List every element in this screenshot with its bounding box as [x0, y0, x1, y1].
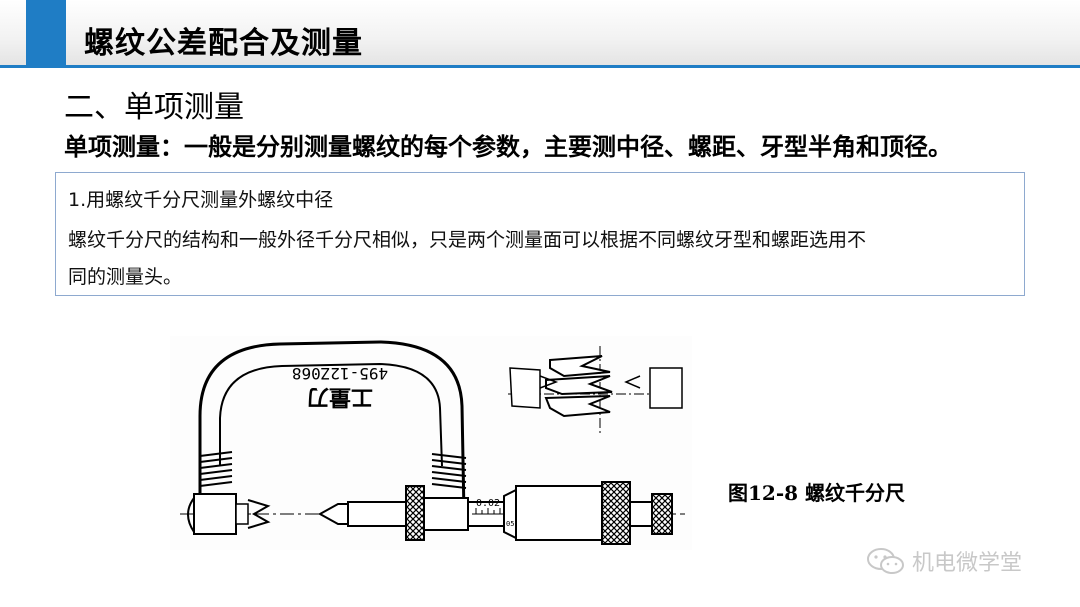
micrometer-figure: 0.02 05 495-12Z068 工量刀	[170, 336, 692, 550]
scale-label: 0.02	[476, 498, 500, 509]
summary-text: 单项测量：一般是分别测量螺纹的每个参数，主要测中径、螺距、牙型半角和顶径。	[64, 133, 952, 161]
title-accent-block	[26, 0, 66, 68]
info-box: 1.用螺纹千分尺测量外螺纹中径 螺纹千分尺的结构和一般外径千分尺相似，只是两个测…	[55, 172, 1025, 296]
watermark: 机电微学堂	[866, 545, 1022, 577]
page-title: 螺纹公差配合及测量	[84, 26, 363, 61]
micrometer-drawing: 0.02 05 495-12Z068 工量刀	[180, 340, 685, 545]
engraving-serial: 495-12Z068	[292, 364, 388, 383]
figure-caption: 图12-8 螺纹千分尺	[728, 481, 906, 505]
info-line-1: 1.用螺纹千分尺测量外螺纹中径	[68, 189, 334, 211]
wechat-icon	[867, 548, 904, 574]
thread-detail-inset	[508, 346, 683, 436]
watermark-text: 机电微学堂	[912, 551, 1023, 576]
info-line-3: 同的测量头。	[68, 266, 183, 288]
info-line-2: 螺纹千分尺的结构和一般外径千分尺相似，只是两个测量面可以根据不同螺纹牙型和螺距选…	[68, 229, 867, 251]
scale-side-label: 05	[506, 520, 514, 528]
engraving-brand: 工量刀	[307, 384, 373, 409]
title-bar: 螺纹公差配合及测量	[0, 0, 1080, 68]
section-heading: 二、单项测量	[64, 90, 244, 125]
